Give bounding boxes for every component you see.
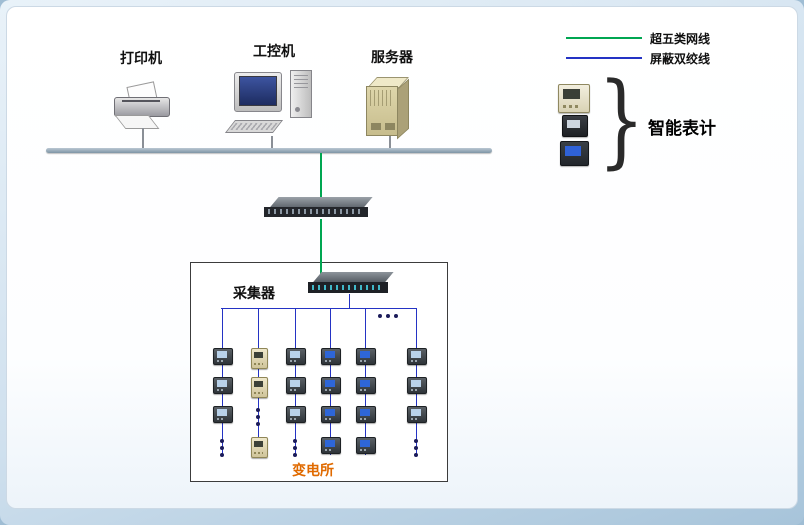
ethernet-switch-icon	[264, 196, 376, 222]
computer-drop-wire	[271, 136, 273, 150]
meter-icon	[321, 437, 341, 454]
meter-icon	[250, 348, 268, 369]
meter-icon	[213, 377, 233, 394]
switch-ports	[268, 209, 362, 214]
meter-icon	[213, 406, 233, 423]
meter-icon	[321, 377, 341, 394]
meter-icon	[321, 348, 341, 365]
network-bus-line	[46, 148, 492, 153]
industrial-computer-icon	[224, 70, 314, 136]
distribution-wire	[221, 308, 417, 309]
meter-icon	[356, 377, 376, 394]
meter-screen	[563, 89, 580, 99]
smart-meters-label: 智能表计	[648, 119, 716, 139]
legend-stp-line	[566, 57, 642, 59]
ellipsis-dots	[293, 439, 297, 457]
legend-stp-label: 屏蔽双绞线	[650, 52, 711, 66]
substation-box	[190, 262, 448, 482]
printer-icon	[110, 81, 174, 132]
industrial-computer-label: 工控机	[253, 44, 295, 60]
printer-label: 打印机	[120, 51, 162, 67]
ellipsis-dots	[220, 439, 224, 457]
monitor-screen	[239, 76, 277, 106]
meter-icon	[407, 348, 427, 365]
meter-icon	[250, 377, 268, 398]
meter-icon	[213, 348, 233, 365]
meter-icon	[356, 406, 376, 423]
collector-icon	[308, 272, 396, 298]
meter-icon	[250, 437, 268, 458]
smart-meter-icon-1	[558, 84, 590, 113]
collector-label: 采集器	[233, 286, 275, 302]
server-drop-wire	[389, 136, 391, 150]
meter-screen	[567, 120, 580, 128]
substation-name: 变电所	[292, 463, 334, 479]
printer-output-paper	[114, 115, 160, 129]
collector-ports	[312, 285, 382, 290]
ellipsis-dots	[378, 314, 398, 318]
meter-screen	[565, 146, 581, 156]
meter-icon	[407, 406, 427, 423]
collector-stub-wire	[349, 294, 350, 308]
ellipsis-dots	[414, 439, 418, 457]
printer-slot	[122, 100, 160, 102]
cat5-wire-upper	[320, 153, 322, 198]
meter-icon	[286, 377, 306, 394]
server-side-face	[397, 78, 409, 140]
computer-tower	[290, 70, 312, 118]
meter-icon	[356, 437, 376, 454]
smart-meter-icon-3	[560, 141, 589, 166]
smart-meter-icon-2	[562, 115, 588, 137]
legend-cat5-label: 超五类网线	[650, 32, 711, 46]
server-icon	[362, 76, 414, 140]
meter-icon	[321, 406, 341, 423]
meter-icon	[356, 348, 376, 365]
cat5-wire-lower	[320, 219, 322, 279]
meter-icon	[286, 406, 306, 423]
ellipsis-dots	[256, 408, 260, 426]
curly-brace: }	[598, 61, 645, 180]
legend-cat5-line	[566, 37, 642, 39]
server-label: 服务器	[371, 50, 413, 66]
server-front-face	[366, 86, 398, 136]
meter-icon	[286, 348, 306, 365]
printer-drop-wire	[142, 128, 144, 150]
keyboard-icon	[224, 120, 284, 133]
meter-icon	[407, 377, 427, 394]
